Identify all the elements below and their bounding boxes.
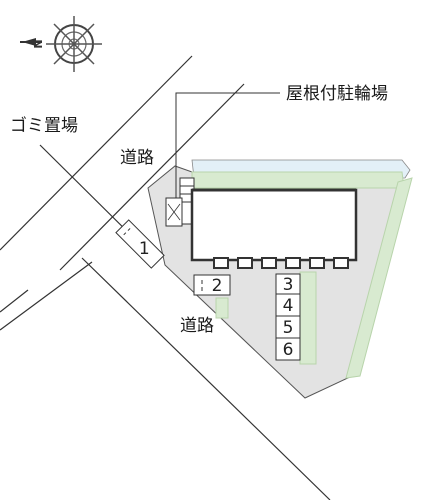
compass-north-letter: N: [32, 39, 45, 48]
parking-space-1: 1: [115, 219, 165, 269]
parking-space-1-label: 1: [139, 239, 150, 259]
compass-rose-icon: N: [20, 16, 102, 72]
parking-space-5: 5: [275, 315, 301, 339]
building-notches: [213, 257, 349, 269]
parking-space-6-label: 6: [283, 340, 294, 360]
main-building: [190, 188, 358, 269]
road-label-upper: 道路: [120, 148, 154, 168]
green-strip-top: [191, 171, 405, 189]
garbage-area-label: ゴミ置場: [10, 115, 78, 136]
parking-space-4: 4: [275, 293, 301, 317]
parking-space-2-label: 2: [212, 276, 223, 296]
green-strip-parking: [299, 271, 317, 365]
green-strip-right: [345, 177, 413, 379]
parking-space-4-label: 4: [283, 296, 294, 316]
parking-space-6: 6: [275, 337, 301, 361]
road-label-lower: 道路: [180, 316, 214, 336]
storage-box: [165, 197, 183, 227]
parking-space-3-label: 3: [283, 275, 294, 295]
bicycle-parking-label: 屋根付駐輪場: [286, 84, 388, 104]
parking-space-5-label: 5: [283, 318, 294, 338]
bicycle-parking-leader: [175, 92, 280, 206]
green-strip-bottom: [215, 297, 229, 319]
parking-space-3: 3: [275, 273, 301, 295]
parking-space-2: 2: [193, 274, 231, 296]
